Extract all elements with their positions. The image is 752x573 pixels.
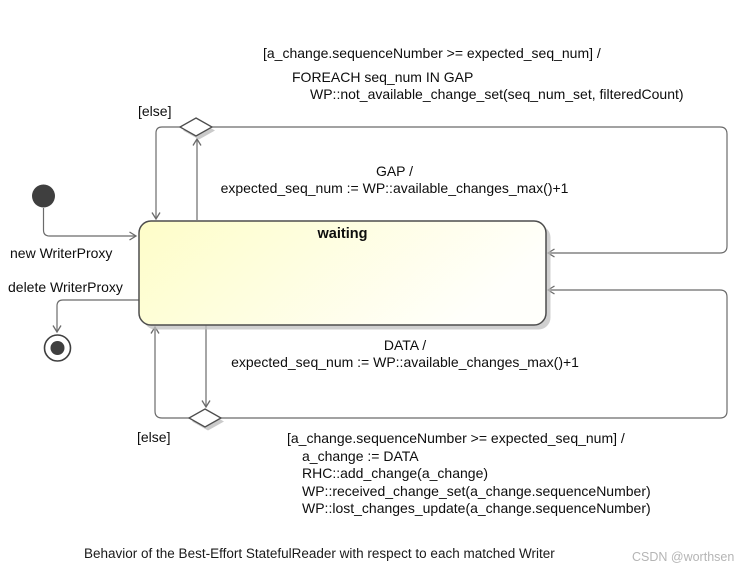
bottom-transition-guard: [a_change.sequenceNumber >= expected_seq… bbox=[287, 430, 625, 446]
data-event: DATA / bbox=[383, 337, 427, 353]
diagram-caption: Behavior of the Best-Effort StatefulRead… bbox=[84, 546, 555, 561]
top-transition-guard: [a_change.sequenceNumber >= expected_seq… bbox=[263, 45, 601, 61]
bottom-transition-action-2: RHC::add_change(a_change) bbox=[302, 465, 489, 481]
bottom-transition-action-1: a_change := DATA bbox=[302, 448, 419, 464]
initial-state-icon bbox=[32, 184, 55, 208]
data-transition-label: DATA / expected_seq_num := WP::available… bbox=[210, 337, 600, 371]
delete-writerproxy-label: delete WriterProxy bbox=[8, 279, 123, 295]
data-action: expected_seq_num := WP::available_change… bbox=[231, 354, 579, 370]
transition-bottom-else bbox=[150, 325, 190, 419]
choice-diamond-top bbox=[178, 117, 215, 140]
gap-action: expected_seq_num := WP::available_change… bbox=[220, 180, 569, 196]
transition-top-loop bbox=[211, 126, 728, 258]
transition-top-else bbox=[151, 126, 181, 221]
transition-delete-writerproxy bbox=[52, 299, 139, 334]
else-label-top: [else] bbox=[138, 103, 172, 119]
bottom-transition-action-4: WP::lost_changes_update(a_change.sequenc… bbox=[302, 500, 651, 516]
bottom-transition-action-3: WP::received_change_set(a_change.sequenc… bbox=[302, 483, 651, 499]
waiting-state-box bbox=[138, 220, 547, 326]
waiting-state-title: waiting bbox=[317, 226, 368, 242]
else-label-bottom: [else] bbox=[137, 429, 171, 445]
gap-transition-label: GAP / expected_seq_num := WP::available_… bbox=[197, 163, 592, 197]
gap-event: GAP / bbox=[375, 163, 414, 179]
top-transition-action-2: WP::not_available_change_set(seq_num_set… bbox=[310, 86, 684, 102]
top-transition-action-1: FOREACH seq_num IN GAP bbox=[292, 69, 474, 85]
transition-new-writerproxy bbox=[42, 208, 138, 241]
final-state-icon bbox=[43, 334, 72, 362]
transition-bottom-loop bbox=[220, 285, 728, 419]
watermark: CSDN @worthsen bbox=[632, 550, 735, 564]
choice-diamond-bottom bbox=[187, 408, 224, 431]
new-writerproxy-label: new WriterProxy bbox=[10, 245, 113, 261]
